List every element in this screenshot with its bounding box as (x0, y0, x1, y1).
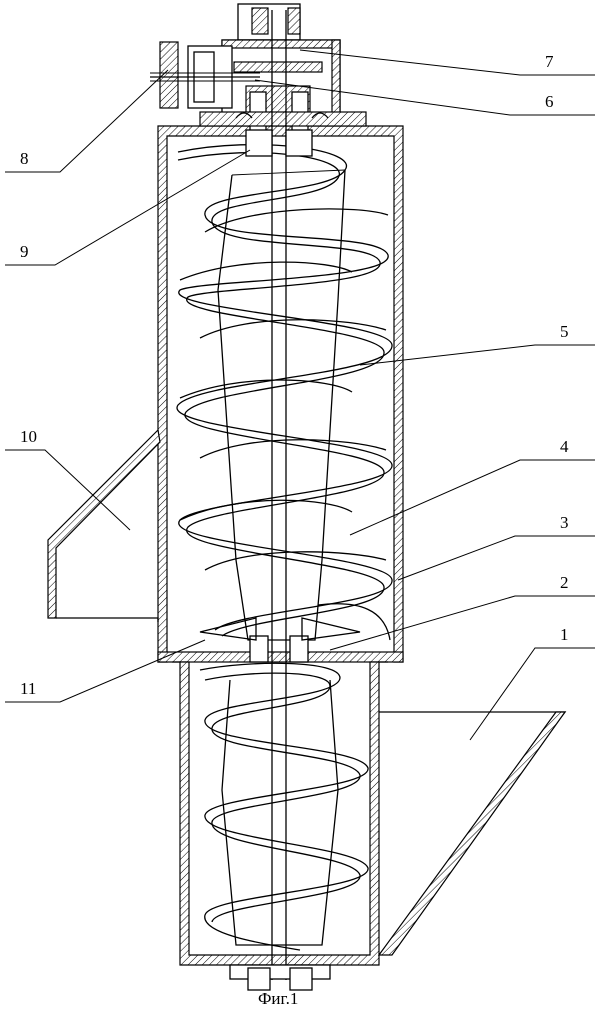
discharge-spout (47, 428, 161, 622)
label-7: 7 (545, 52, 554, 71)
upper-housing (157, 125, 404, 663)
label-2: 2 (560, 573, 569, 592)
central-shaft (271, 10, 287, 980)
label-5: 5 (560, 322, 569, 341)
lower-housing (172, 661, 388, 966)
loading-hopper (377, 711, 567, 956)
label-1: 1 (560, 625, 569, 644)
label-3: 3 (560, 513, 569, 532)
figure-caption: Фиг.1 (258, 989, 298, 1008)
bottom-bearing (229, 964, 331, 991)
label-11: 11 (20, 679, 36, 698)
label-9: 9 (20, 242, 29, 261)
label-4: 4 (560, 437, 569, 456)
blade (199, 617, 361, 641)
side-pulley (150, 41, 260, 109)
bearings (245, 129, 313, 663)
part-labels: 1 2 3 4 5 6 7 8 9 10 11 Фиг.1 (20, 52, 569, 1008)
label-10: 10 (20, 427, 37, 446)
label-6: 6 (545, 92, 554, 111)
outer-helix (179, 208, 391, 641)
label-8: 8 (20, 149, 29, 168)
drive-assembly (199, 3, 367, 133)
lower-auger (199, 662, 369, 951)
leader-lines (5, 49, 595, 741)
upper-rotor-body (217, 169, 346, 641)
inner-helix (176, 144, 393, 637)
